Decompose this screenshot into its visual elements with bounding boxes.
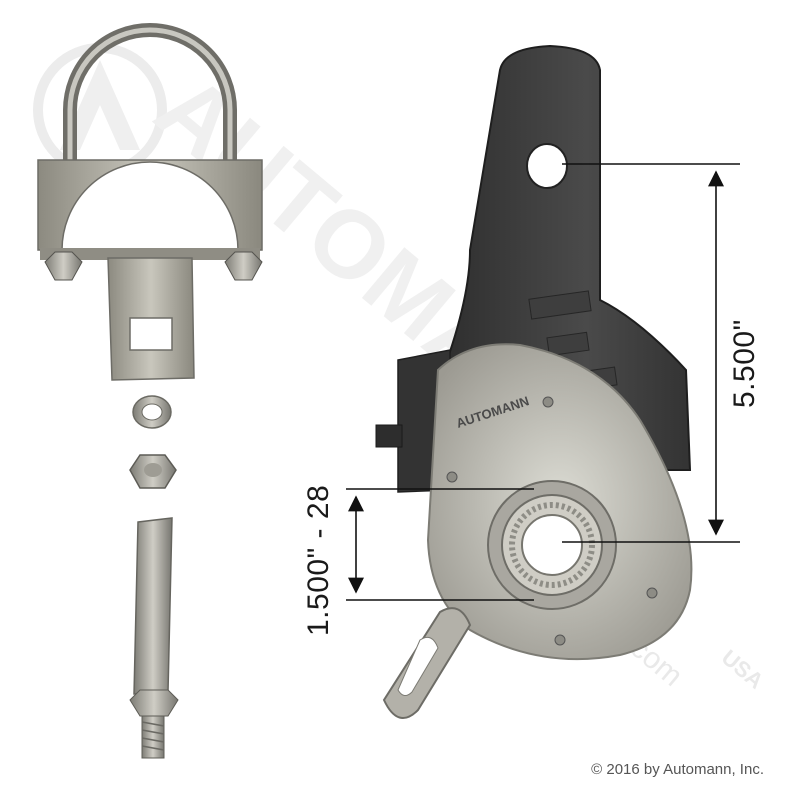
spline-label: 1.500" - 28 <box>302 484 335 636</box>
hex-nut-right <box>224 251 263 281</box>
spline-hub <box>487 480 617 610</box>
washer <box>132 395 172 429</box>
arm-length-label: 5.500" <box>728 319 761 408</box>
control-arm <box>382 607 472 719</box>
copyright-notice: © 2016 by Automann, Inc. <box>591 761 764 778</box>
dimension-lines <box>346 163 740 601</box>
anchor-pin <box>129 517 179 759</box>
u-bolt-clamp <box>37 23 263 381</box>
adjuster-hex <box>375 424 403 448</box>
clevis-hole <box>526 143 568 189</box>
hex-nut-left <box>44 251 83 281</box>
watermark-suffix: USA <box>717 645 769 694</box>
hex-nut <box>129 454 177 489</box>
